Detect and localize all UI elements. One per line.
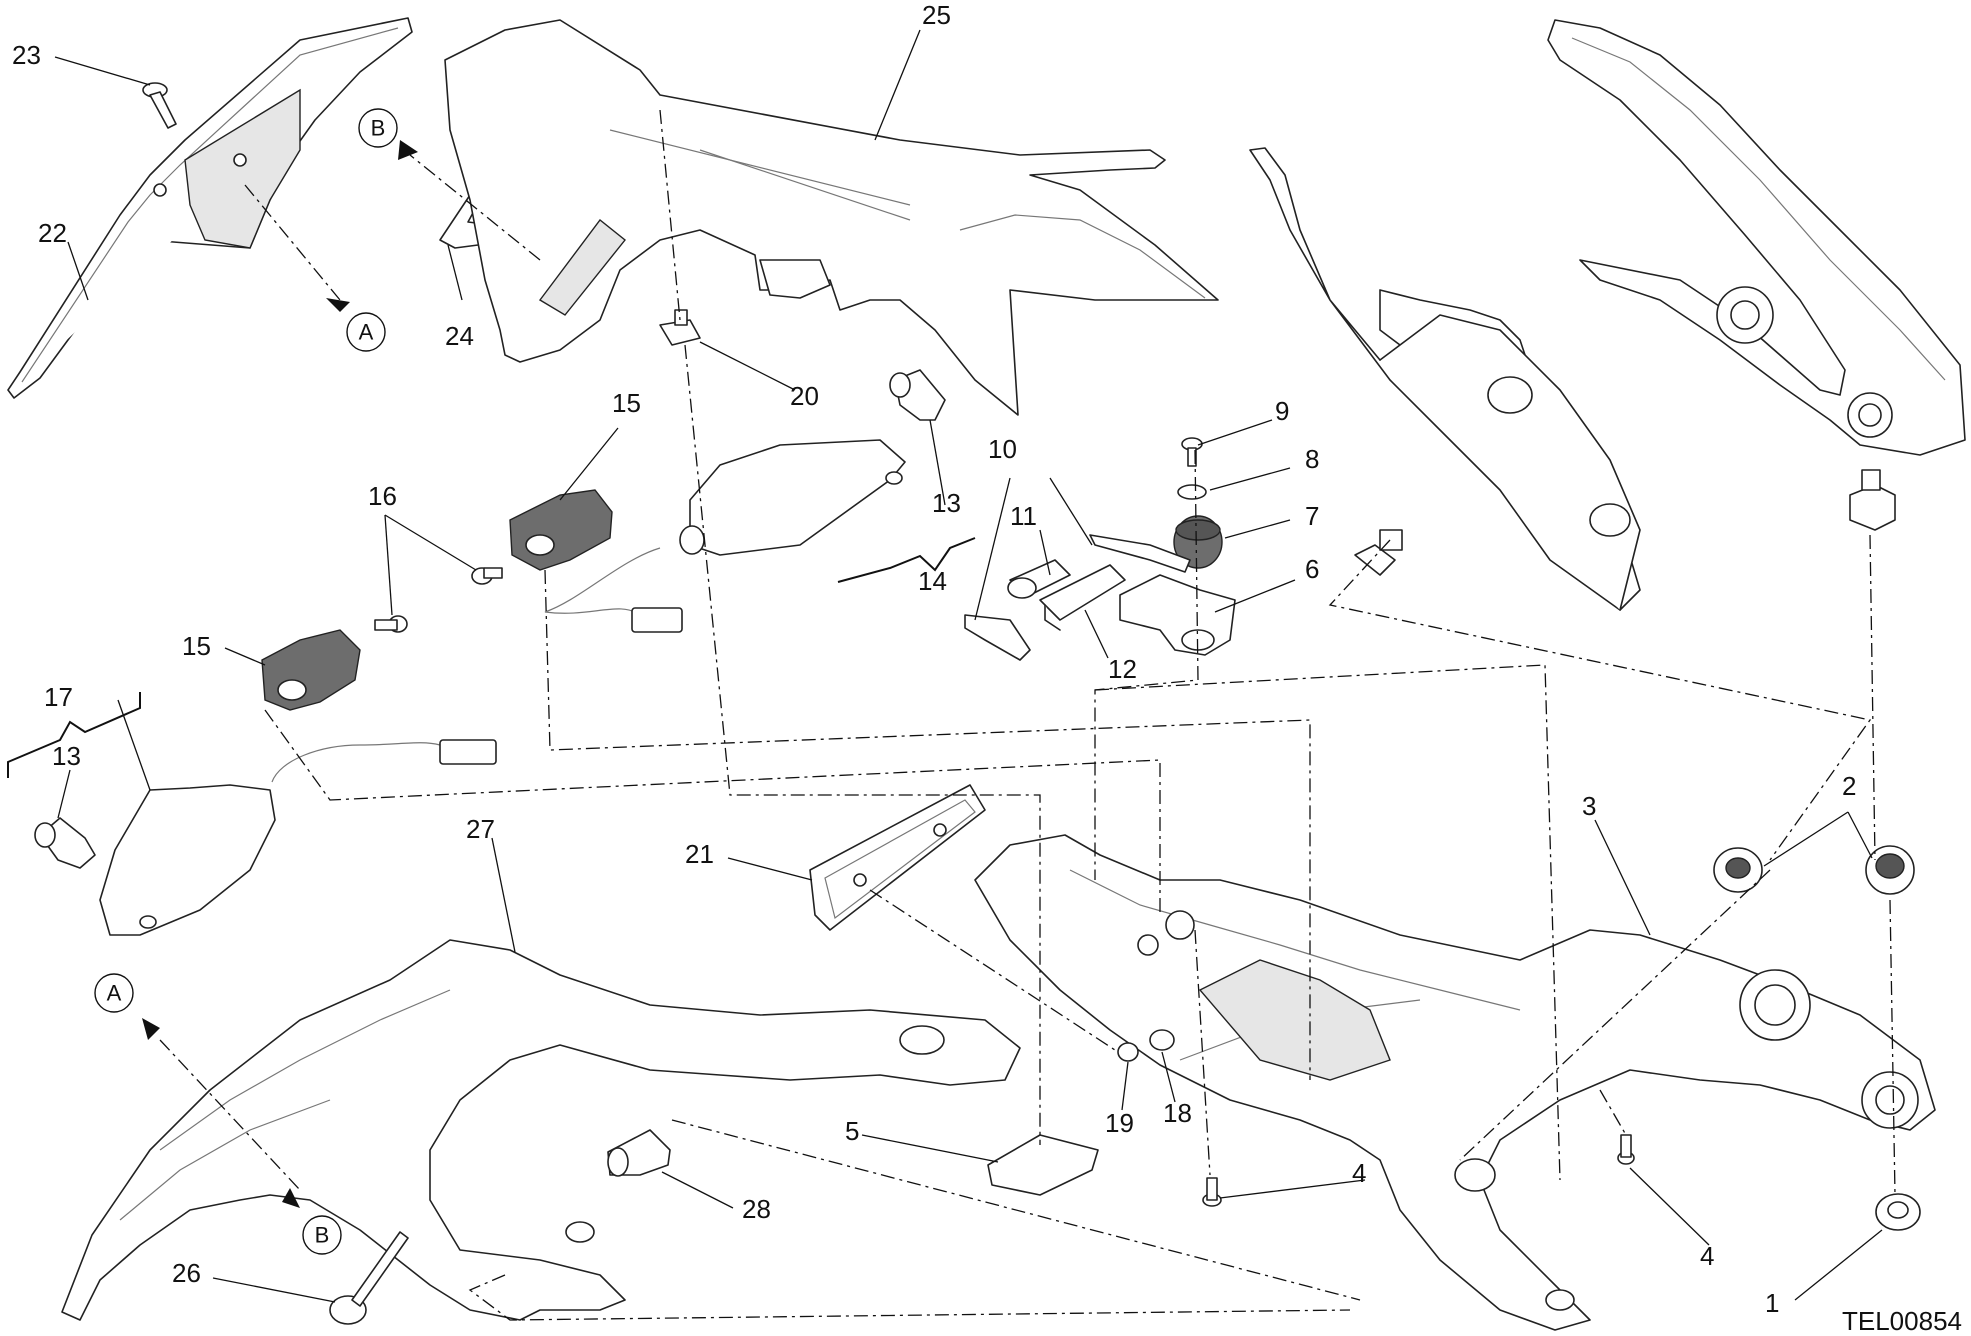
callout-10: 10 [988, 434, 1017, 464]
drawing-code: TEL00854 [1842, 1306, 1962, 1336]
turn-indicator-upper [679, 439, 906, 556]
callout-28: 28 [742, 1194, 771, 1224]
callout-labels: 23 22 24 25 20 15 16 15 17 13 13 14 10 1… [12, 0, 1856, 1318]
reference-markers: A B A B [94, 108, 418, 1255]
clamp-12 [1039, 564, 1126, 631]
callout-13-lower: 13 [52, 741, 81, 771]
callout-16: 16 [368, 481, 397, 511]
callout-2: 2 [1842, 771, 1856, 801]
callout-22: 22 [38, 218, 67, 248]
leader-lines [54, 29, 1883, 1303]
rubber-grommet-15-upper [509, 489, 613, 571]
callout-26: 26 [172, 1258, 201, 1288]
callout-9: 9 [1275, 396, 1289, 426]
arrow-to-b-top [398, 140, 418, 160]
reflector-21 [809, 784, 986, 931]
screw-4-right [1617, 1134, 1635, 1165]
arrow-to-b-bottom [282, 1188, 300, 1208]
callout-5: 5 [845, 1116, 859, 1146]
callout-6: 6 [1305, 554, 1319, 584]
ref-circle-b-top [358, 108, 398, 148]
bolt-26 [329, 1231, 409, 1325]
callout-20: 20 [790, 381, 819, 411]
grommet-2-left [1713, 847, 1763, 893]
callout-17: 17 [44, 682, 73, 712]
side-panel-right [1547, 19, 1966, 456]
callout-13-upper: 13 [932, 488, 961, 518]
tail-cover [444, 19, 1219, 416]
turn-indicator-lower [99, 784, 276, 936]
rubber-bushing-7 [1173, 515, 1223, 569]
callout-25: 25 [922, 0, 951, 30]
callout-15-upper: 15 [612, 388, 641, 418]
wiring-upper [544, 547, 683, 633]
spacer-28 [607, 1129, 671, 1177]
rear-subframe [974, 834, 1936, 1331]
callout-27: 27 [466, 814, 495, 844]
washer-19 [1117, 1042, 1139, 1062]
callout-19: 19 [1105, 1108, 1134, 1138]
ref-letter-a-bottom: A [107, 981, 122, 1006]
ref-circle-b-bottom [302, 1215, 342, 1255]
cover-5 [987, 1134, 1099, 1196]
screw-16-lower [374, 615, 408, 633]
screw-4-center [1202, 1177, 1222, 1207]
callout-3: 3 [1582, 791, 1596, 821]
brace-14 [837, 537, 976, 583]
callout-14: 14 [918, 566, 947, 596]
rear-mudguard [61, 939, 1021, 1321]
callout-4-right: 4 [1700, 1241, 1714, 1271]
clip-nut-20 [659, 309, 701, 346]
grab-handle [1249, 147, 1641, 611]
screw-16-upper [471, 567, 503, 585]
callout-24: 24 [445, 321, 474, 351]
rubber-grommet-15-lower [261, 629, 361, 711]
bulb-11 [1007, 559, 1071, 599]
nut-right [1849, 469, 1896, 531]
wiring-lower [271, 739, 497, 783]
callout-4-center: 4 [1352, 1158, 1366, 1188]
ref-circle-a-bottom [94, 973, 134, 1013]
arrow-to-a-bottom [142, 1018, 160, 1040]
bracket-10 [964, 534, 1191, 661]
bracket-6 [1119, 574, 1236, 656]
callout-21: 21 [685, 839, 714, 869]
screw-23 [142, 82, 177, 129]
ref-letter-a-top: A [359, 320, 374, 345]
ref-circle-a-top [346, 312, 386, 352]
grommet-2-right [1865, 845, 1915, 895]
bulb-13-top [889, 369, 946, 421]
callout-15-lower: 15 [182, 631, 211, 661]
callout-18: 18 [1163, 1098, 1192, 1128]
callout-23: 23 [12, 40, 41, 70]
assembly-lines [159, 109, 1896, 1321]
callout-11: 11 [1010, 501, 1037, 531]
callout-8: 8 [1305, 444, 1319, 474]
nut-1 [1875, 1193, 1921, 1231]
callout-1: 1 [1765, 1288, 1779, 1318]
arrow-to-a-top [326, 298, 350, 312]
mount-bolt-right [1354, 529, 1403, 576]
callout-7: 7 [1305, 501, 1319, 531]
braces [7, 537, 976, 778]
screw-9 [1181, 437, 1203, 467]
callout-12: 12 [1108, 654, 1137, 684]
washer-8 [1177, 484, 1207, 500]
nut-18 [1149, 1029, 1175, 1051]
brace-17 [7, 692, 141, 778]
license-plate-holder [7, 17, 413, 399]
bulb-13-lower [34, 817, 96, 869]
ref-letter-b-top: B [371, 116, 386, 141]
ref-letter-b-bottom: B [315, 1223, 330, 1248]
